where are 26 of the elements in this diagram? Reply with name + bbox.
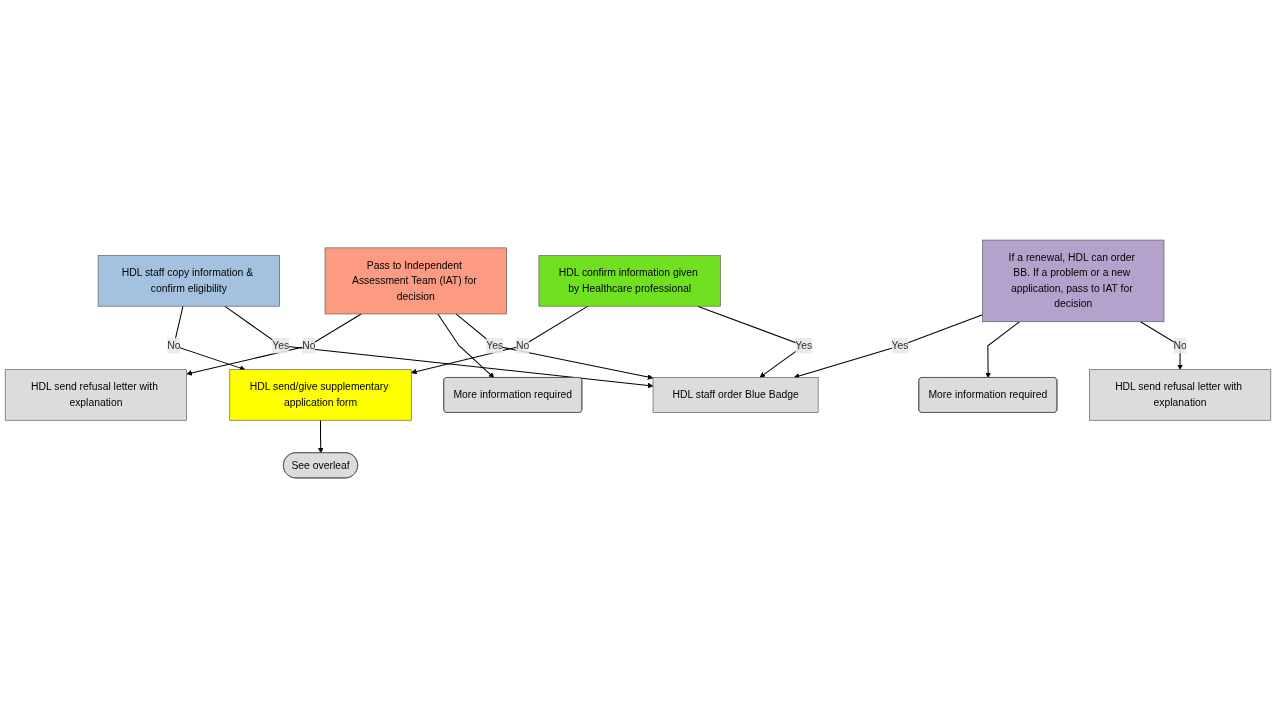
node-box: HDL staff copy information & confirm eligibility: [97, 255, 280, 307]
node-box: HDL send refusal letter with explanation: [1089, 369, 1272, 421]
edge-label: Yes: [486, 339, 504, 351]
arrow: [173, 305, 246, 371]
edge-label: Yes: [891, 339, 909, 351]
arrow: [437, 313, 495, 379]
node-box: HDL send/give supplementary application form: [229, 369, 412, 421]
arrow: [186, 313, 362, 376]
arrow: [1140, 321, 1183, 370]
node-box: Pass to Independent Assessment Team (IAT) for decision: [324, 247, 507, 315]
arrow: [455, 313, 654, 380]
edge-label: No: [1173, 339, 1187, 351]
node-box: HDL send refusal letter with explanation: [4, 369, 187, 421]
arrow: [985, 321, 1020, 379]
edge-label: Yes: [795, 339, 813, 351]
edge-label: No: [516, 339, 530, 351]
arrow: [411, 305, 589, 375]
node-box: HDL staff order Blue Badge: [652, 377, 819, 413]
node-box: If a renewal, HDL can order BB. If a problem or a new application, pass to IAT for decision: [982, 239, 1165, 323]
edge-label: Yes: [272, 339, 290, 351]
edge-label: No: [167, 339, 181, 351]
edge-label: No: [302, 339, 316, 351]
arrow: [793, 314, 983, 379]
arrow: [224, 305, 654, 389]
node-box: HDL confirm information given by Healthcare professional: [538, 255, 721, 307]
arrow: [317, 419, 324, 454]
